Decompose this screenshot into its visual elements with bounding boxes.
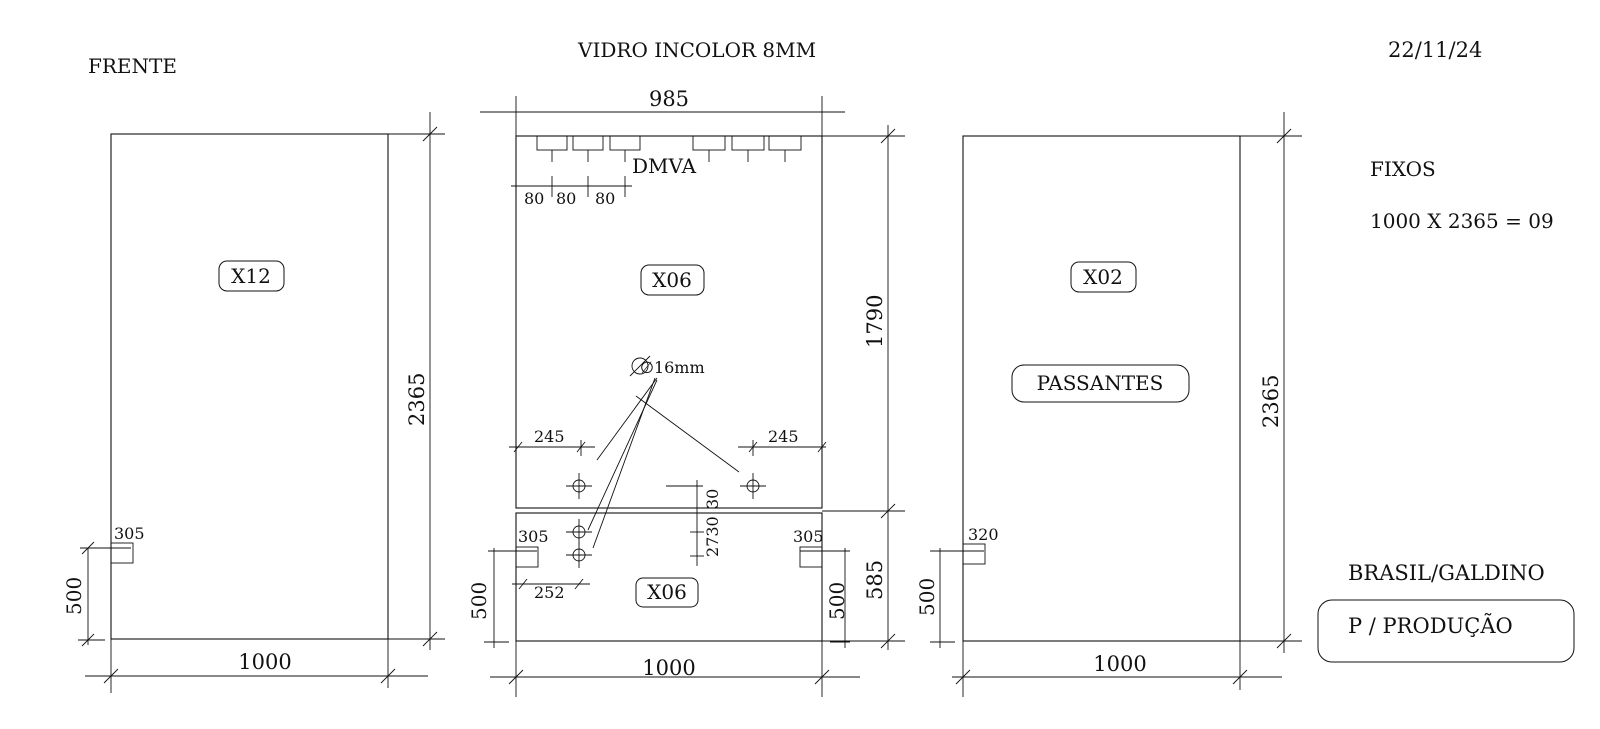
brand-label: DMVA <box>632 154 697 178</box>
qty-tag-lower: X06 <box>647 580 687 604</box>
notch-height-left: 500 <box>62 577 86 615</box>
top-width: 985 <box>649 87 689 111</box>
height-left: 2365 <box>405 373 429 426</box>
hole-lower-2 <box>566 542 592 568</box>
type-tag: PASSANTES <box>1037 371 1164 395</box>
qty-tag-right-box <box>1070 261 1137 293</box>
qty-tag-right: X02 <box>1083 265 1123 289</box>
panel-right-outline <box>962 135 1241 642</box>
slot-spacing-1: 80 <box>524 189 544 208</box>
qty-tag-box <box>218 260 285 292</box>
hole-diameter: ∅16mm <box>640 358 705 377</box>
notch-center-right-width: 305 <box>793 527 824 546</box>
slot-spacing-2: 80 <box>556 189 576 208</box>
status-badge: P / PRODUÇÃO <box>1348 614 1513 638</box>
panel-left: X12 305 500 2365 1000 <box>62 112 445 693</box>
qty-tag-upper-box <box>640 264 705 296</box>
type-tag-box <box>1011 364 1190 403</box>
panel-left-outline <box>110 133 389 640</box>
hole-upper-right <box>740 473 766 499</box>
drawing-title: VIDRO INCOLOR 8MM <box>577 38 816 62</box>
notch-right <box>962 543 986 565</box>
drawing-date: 22/11/24 <box>1388 38 1482 62</box>
notch-height-right: 500 <box>915 578 939 616</box>
notch-center-right-height: 500 <box>825 582 849 620</box>
height-right: 2365 <box>1259 375 1283 428</box>
qty-tag-lower-box <box>635 577 699 608</box>
lower-height: 585 <box>863 560 887 600</box>
hole-upper-left <box>566 473 592 499</box>
notch-center-left-width: 305 <box>518 527 549 546</box>
notch-left <box>110 542 134 564</box>
bottom-width-center: 1000 <box>642 656 695 680</box>
notch-width-left: 305 <box>114 524 145 543</box>
notch-width-right: 320 <box>968 525 999 544</box>
panel-center-upper-outline <box>515 135 823 509</box>
hole-offset-left: 245 <box>534 427 565 446</box>
client-name: BRASIL/GALDINO <box>1348 561 1545 585</box>
qty-tag-upper: X06 <box>652 268 692 292</box>
panel-right: X02 PASSANTES 320 500 2365 1000 <box>915 112 1302 697</box>
hole-lower-1 <box>566 519 592 545</box>
notch-center-left-height: 500 <box>467 582 491 620</box>
upper-height: 1790 <box>863 295 887 348</box>
hole-offset-right: 245 <box>768 427 799 446</box>
fixed-formula: 1000 X 2365 = 09 <box>1370 209 1554 233</box>
slot-spacing-3: 80 <box>595 189 615 208</box>
notch-center-left <box>515 546 539 568</box>
panel-center: DMVA 80 80 80 985 X06 ∅16mm 245 <box>467 87 905 697</box>
notch-center-right <box>799 546 823 568</box>
hole-pair-value: 2730 <box>703 516 722 557</box>
diameter-symbol <box>631 357 649 375</box>
lower-hole-offset: 252 <box>534 583 565 602</box>
fixed-title: FIXOS <box>1370 157 1436 181</box>
status-badge-box <box>1317 599 1575 663</box>
gap-value: 30 <box>703 489 722 509</box>
top-slots <box>536 135 802 162</box>
width-left: 1000 <box>238 650 291 674</box>
panel-center-lower-outline <box>515 512 823 642</box>
width-right: 1000 <box>1093 652 1146 676</box>
view-label: FRENTE <box>88 54 177 78</box>
qty-tag-left: X12 <box>231 264 271 288</box>
